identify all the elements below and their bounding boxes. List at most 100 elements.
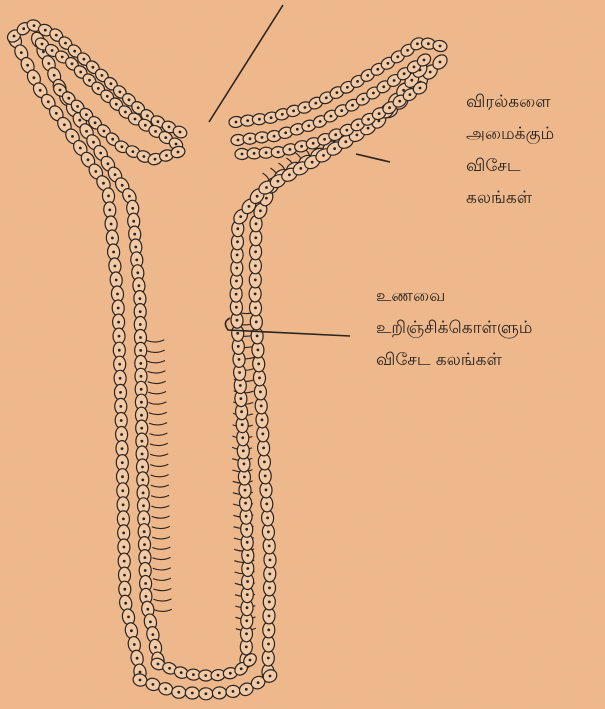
cell-nucleus	[136, 657, 139, 660]
cell-nucleus	[55, 112, 58, 115]
cell-nucleus	[134, 246, 137, 249]
cell-nucleus	[168, 126, 171, 129]
cell-nucleus	[261, 433, 264, 436]
cell-nucleus	[427, 42, 430, 45]
cell-nucleus	[122, 532, 125, 535]
cell-nucleus	[268, 573, 271, 576]
cell-nucleus	[265, 186, 268, 189]
cell-nucleus	[76, 105, 79, 108]
cell-nucleus	[127, 616, 130, 619]
cell-nucleus	[134, 118, 137, 121]
cell-nucleus	[59, 89, 62, 92]
cell-nucleus	[117, 321, 120, 324]
cell-nucleus	[144, 124, 147, 127]
cell-nucleus	[139, 336, 142, 339]
cell-nucleus	[265, 503, 268, 506]
cell-nucleus	[268, 587, 271, 590]
cell-nucleus	[257, 681, 260, 684]
cell-nucleus	[119, 391, 122, 394]
cell-nucleus	[130, 629, 133, 632]
cell-nucleus	[253, 152, 256, 155]
cell-nucleus	[238, 358, 241, 361]
cell-nucleus	[241, 423, 244, 426]
cell-nucleus	[244, 489, 247, 492]
cell-nucleus	[13, 35, 16, 38]
cell-nucleus	[87, 158, 90, 161]
cell-nucleus	[140, 388, 143, 391]
cell-nucleus	[236, 332, 239, 335]
cell-nucleus	[311, 161, 314, 164]
cell-nucleus	[362, 98, 365, 101]
cell-nucleus	[268, 545, 271, 548]
cell-nucleus	[299, 167, 302, 170]
cell-nucleus	[121, 461, 124, 464]
cell-nucleus	[141, 466, 144, 469]
cell-nucleus	[346, 86, 349, 89]
cell-nucleus	[388, 106, 391, 109]
cell-nucleus	[73, 50, 76, 53]
cell-nucleus	[144, 569, 147, 572]
cell-nucleus	[131, 207, 134, 210]
cell-nucleus	[168, 667, 171, 670]
cell-nucleus	[232, 690, 235, 693]
cell-nucleus	[356, 124, 359, 127]
cell-nucleus	[139, 671, 142, 674]
cell-nucleus	[243, 463, 246, 466]
cell-nucleus	[344, 140, 347, 143]
cell-nucleus	[257, 349, 260, 352]
cell-nucleus	[245, 528, 248, 531]
cell-nucleus	[141, 479, 144, 482]
cell-nucleus	[111, 138, 114, 141]
cell-nucleus	[241, 153, 244, 156]
cell-nucleus	[120, 433, 123, 436]
cell-nucleus	[245, 515, 248, 518]
cell-nucleus	[235, 306, 238, 309]
cell-nucleus	[71, 62, 74, 65]
cell-nucleus	[261, 419, 264, 422]
cell-nucleus	[372, 92, 375, 95]
cell-nucleus	[139, 362, 142, 365]
cell-nucleus	[94, 121, 97, 124]
cell-nucleus	[314, 102, 317, 105]
cell-nucleus	[137, 106, 140, 109]
cell-nucleus	[118, 349, 121, 352]
cell-nucleus	[325, 96, 328, 99]
cell-nucleus	[112, 251, 115, 254]
cell-nucleus	[115, 103, 118, 106]
cell-nucleus	[143, 530, 146, 533]
cell-nucleus	[152, 683, 155, 686]
cell-nucleus	[236, 227, 239, 230]
cell-nucleus	[92, 141, 95, 144]
cell-nucleus	[258, 377, 261, 380]
cell-nucleus	[239, 384, 242, 387]
cell-nucleus	[118, 335, 121, 338]
cell-nucleus	[409, 93, 412, 96]
cell-nucleus	[115, 279, 118, 282]
cell-nucleus	[269, 559, 272, 562]
cell-nucleus	[44, 29, 47, 32]
cell-nucleus	[142, 504, 145, 507]
cell-nucleus	[79, 71, 82, 74]
cell-nucleus	[120, 419, 123, 422]
cell-nucleus	[88, 79, 91, 82]
cell-nucleus	[351, 104, 354, 107]
cell-nucleus	[258, 118, 261, 121]
cell-nucleus	[85, 113, 88, 116]
cell-nucleus	[94, 170, 97, 173]
cell-nucleus	[47, 100, 50, 103]
cell-nucleus	[85, 130, 88, 133]
cell-nucleus	[154, 158, 157, 161]
cell-nucleus	[67, 97, 70, 100]
cell-nucleus	[265, 197, 268, 200]
cell-nucleus	[107, 162, 110, 165]
cell-nucleus	[439, 45, 442, 48]
cell-nucleus	[334, 133, 337, 136]
cell-nucleus	[119, 377, 122, 380]
cell-nucleus	[268, 615, 271, 618]
cell-nucleus	[101, 74, 104, 77]
cell-nucleus	[139, 679, 142, 682]
cell-nucleus	[108, 209, 111, 212]
cell-nucleus	[138, 284, 141, 287]
cell-nucleus	[281, 113, 284, 116]
cell-nucleus	[139, 349, 142, 352]
